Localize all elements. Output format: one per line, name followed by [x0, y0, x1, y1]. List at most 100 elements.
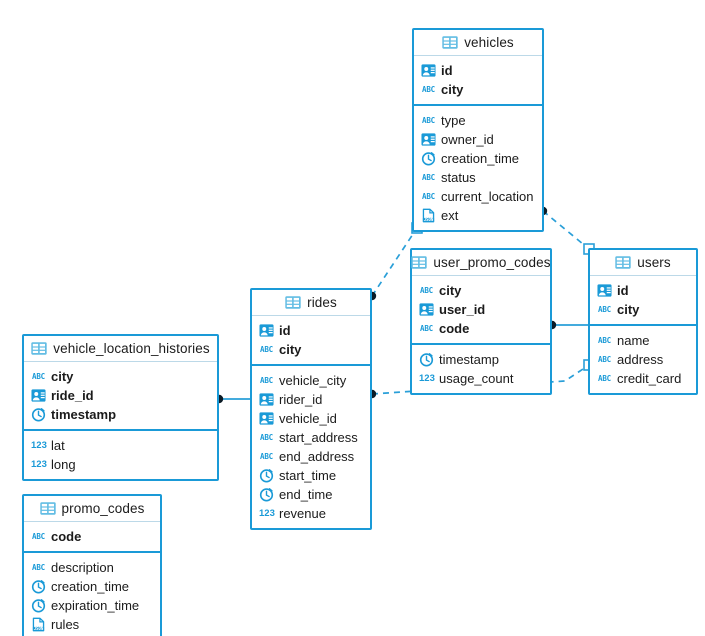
- table-icon: [442, 36, 458, 49]
- table-icon: [39, 502, 56, 515]
- clock-icon: [31, 598, 46, 613]
- column-row[interactable]: expiration_time: [24, 596, 160, 615]
- column-row[interactable]: id: [252, 321, 370, 340]
- column-row[interactable]: rider_id: [252, 390, 370, 409]
- column-row[interactable]: creation_time: [414, 149, 542, 168]
- table-name: vehicles: [464, 35, 514, 50]
- table-title-bar[interactable]: vehicles: [414, 30, 542, 56]
- column-row[interactable]: user_id: [412, 300, 550, 319]
- table-title-bar[interactable]: vehicle_location_histories: [24, 336, 217, 362]
- column-name: user_id: [439, 302, 486, 317]
- abc-icon: ABC: [422, 85, 435, 94]
- abc-icon: ABC: [598, 374, 611, 383]
- abc-icon: ABC: [422, 173, 435, 182]
- abc-icon: ABC: [260, 376, 273, 385]
- clock-icon: [31, 579, 46, 594]
- column-name: type: [441, 113, 466, 128]
- abc-icon: ABC: [422, 192, 435, 201]
- clock-icon: [421, 151, 436, 166]
- json-file-icon: JSON: [31, 617, 46, 632]
- column-row[interactable]: ride_id: [24, 386, 217, 405]
- relationship-rel-upc-users[interactable]: [547, 320, 588, 330]
- column-row[interactable]: timestamp: [24, 405, 217, 424]
- column-name: credit_card: [617, 371, 682, 386]
- column-name: city: [51, 369, 74, 384]
- id-card-icon: [597, 283, 612, 298]
- column-row[interactable]: ABC current_location: [414, 187, 542, 206]
- svg-text:JSON: JSON: [424, 217, 434, 222]
- table-title-bar[interactable]: user_promo_codes: [411, 250, 551, 276]
- column-row[interactable]: id: [590, 281, 696, 300]
- number-icon: 123: [259, 508, 275, 519]
- table-icon: [615, 256, 631, 269]
- column-name: rider_id: [279, 392, 323, 407]
- column-name: code: [439, 321, 470, 336]
- column-name: lat: [51, 438, 65, 453]
- clock-icon: [31, 407, 46, 422]
- number-icon: 123: [419, 373, 435, 384]
- column-name: ride_id: [51, 388, 94, 403]
- abc-icon: ABC: [260, 452, 273, 461]
- relationship-rel-vehicles-users[interactable]: [538, 206, 595, 255]
- column-row[interactable]: creation_time: [24, 577, 160, 596]
- column-row[interactable]: ABC credit_card: [590, 369, 696, 388]
- column-name: creation_time: [51, 579, 130, 594]
- table-name: vehicle_location_histories: [53, 341, 210, 356]
- column-row[interactable]: vehicle_id: [252, 409, 370, 428]
- column-row[interactable]: end_time: [252, 485, 370, 504]
- column-row[interactable]: owner_id: [414, 130, 542, 149]
- number-icon: 123: [31, 459, 47, 470]
- table-title-bar[interactable]: promo_codes: [24, 496, 160, 522]
- relationship-rel-vlh-rides[interactable]: [214, 394, 250, 404]
- column-name: id: [617, 283, 629, 298]
- column-row[interactable]: timestamp: [412, 350, 550, 369]
- column-name: name: [617, 333, 650, 348]
- column-name: start_address: [279, 430, 358, 445]
- table-name: user_promo_codes: [433, 255, 551, 270]
- svg-text:JSON: JSON: [34, 626, 44, 631]
- column-name: expiration_time: [51, 598, 140, 613]
- column-name: code: [51, 529, 82, 544]
- table-title-bar[interactable]: users: [590, 250, 696, 276]
- table-title-bar[interactable]: rides: [252, 290, 370, 316]
- column-name: current_location: [441, 189, 534, 204]
- column-name: timestamp: [439, 352, 499, 367]
- column-row[interactable]: start_time: [252, 466, 370, 485]
- column-row[interactable]: id: [414, 61, 542, 80]
- table-icon: [285, 296, 301, 309]
- clock-icon: [259, 487, 274, 502]
- table-icon: [411, 256, 428, 269]
